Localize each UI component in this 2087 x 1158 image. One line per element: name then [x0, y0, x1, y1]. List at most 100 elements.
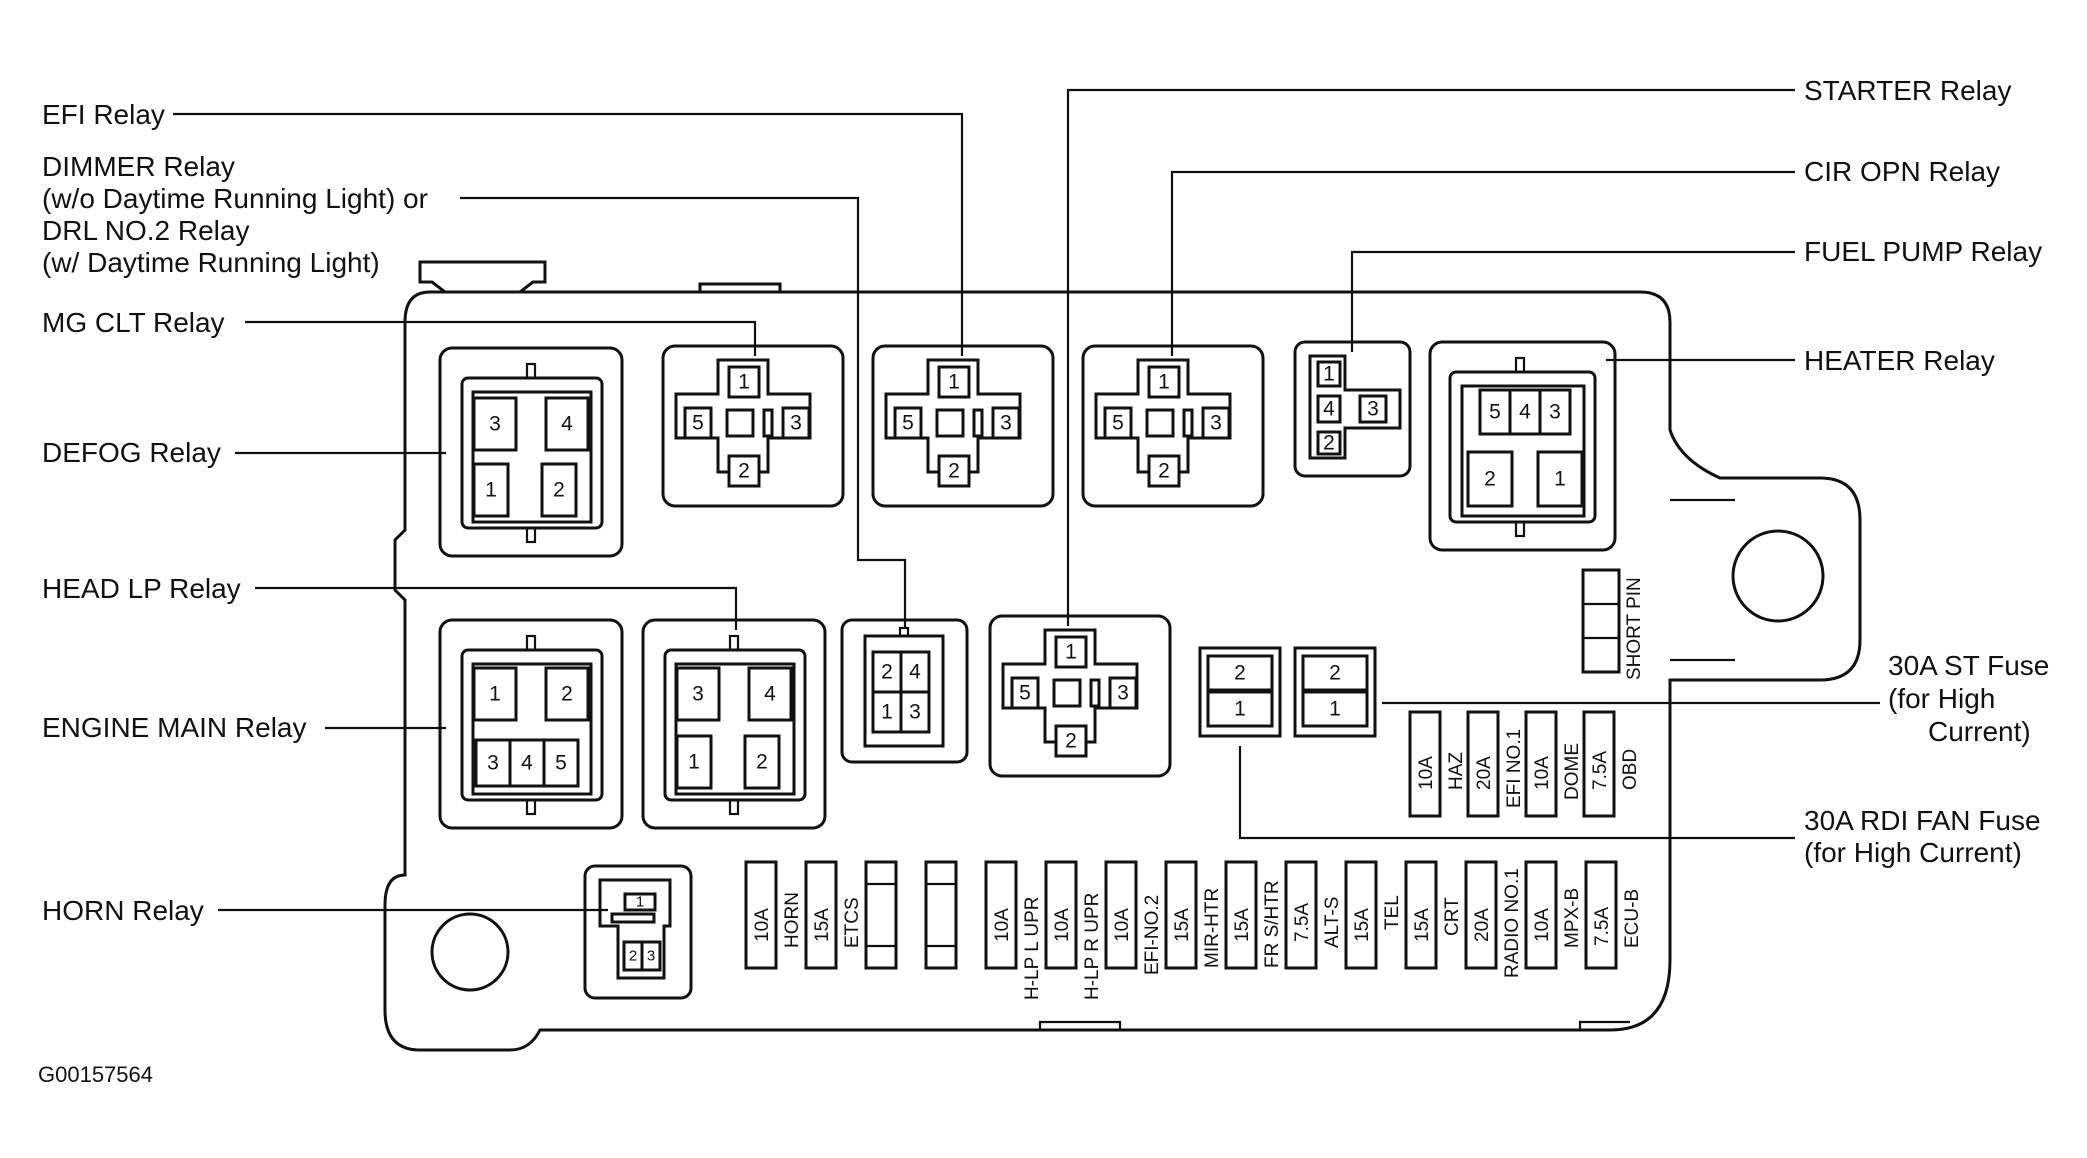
pin-label: 3 [1117, 682, 1129, 705]
pin-label: 5 [1112, 412, 1124, 435]
fuse-dome: 10A DOME [1524, 710, 1583, 818]
pin-label: 4 [909, 661, 921, 684]
mg-clt-relay: 1 5 3 2 [661, 344, 845, 508]
fuse-amp: 10A [1052, 908, 1073, 942]
cir-opn-relay: 1 5 3 2 [1081, 344, 1265, 508]
fuel-pump-relay: 1 4 3 2 [1293, 340, 1412, 478]
fuse-name: HAZ [1446, 752, 1467, 790]
label-rdi-fan-fuse: 30A RDI FAN Fuse [1804, 805, 2041, 836]
fuse-name: EFI NO.1 [1504, 729, 1525, 808]
label-horn-relay: HORN Relay [42, 895, 204, 926]
pin-label: 3 [1367, 398, 1379, 421]
short-pin-label: SHORT PIN [1624, 577, 1645, 680]
pin-label: 1 [881, 701, 893, 724]
fuse-name: OBD [1620, 749, 1641, 790]
fuse-horn: 10A HORN [744, 860, 803, 970]
fuse-name: HORN [782, 892, 803, 948]
pin-label: 2 [1158, 460, 1170, 483]
pin-label: 3 [1000, 412, 1012, 435]
fuse-amp: 20A [1472, 908, 1493, 942]
short-pin: SHORT PIN [1581, 568, 1645, 680]
fuse-radio-no1: 20A RADIO NO.1 [1464, 860, 1523, 978]
pin-label: 3 [1549, 401, 1561, 424]
fuse-obd: 7.5A OBD [1582, 710, 1641, 818]
label-head-lp-relay: HEAD LP Relay [42, 573, 241, 604]
label-fuel-pump-relay: FUEL PUMP Relay [1804, 236, 2042, 267]
fuse-amp: 10A [1532, 756, 1553, 790]
fuse-fr-s-htr: 15A FR S/HTR [1224, 860, 1283, 970]
fuse-amp: 15A [812, 908, 833, 942]
label-mg-clt-relay: MG CLT Relay [42, 307, 225, 338]
pin-label: 4 [521, 752, 533, 775]
pin-label: 4 [1519, 401, 1531, 424]
label-drl-note: (w/ Daytime Running Light) [42, 247, 380, 278]
heater-relay: 5 4 3 2 1 [1428, 340, 1617, 552]
right-labels: STARTER Relay CIR OPN Relay FUEL PUMP Re… [1804, 75, 2049, 868]
pin-label: 1 [1158, 371, 1170, 394]
pin-label: 1 [485, 479, 497, 502]
pin-label: 2 [738, 460, 750, 483]
label-st-fuse: 30A ST Fuse [1888, 650, 2049, 681]
fuse-amp: 20A [1474, 756, 1495, 790]
pin-label: 3 [909, 701, 921, 724]
pin-label: 5 [1489, 401, 1501, 424]
fuse-name: EFI-NO.2 [1142, 895, 1163, 975]
label-efi-relay: EFI Relay [42, 99, 165, 130]
fuse-hlp-r-upr: 10A H-LP R UPR [1044, 860, 1103, 1000]
pin-label: 1 [1065, 641, 1077, 664]
label-st-fuse-note: (for High [1888, 683, 1995, 714]
label-rdi-fan-fuse-note: (for High Current) [1804, 837, 2022, 868]
fuse-crt: 15A CRT [1404, 860, 1463, 970]
efi-relay: 1 5 3 2 [871, 344, 1055, 508]
label-engine-main-relay: ENGINE MAIN Relay [42, 712, 307, 743]
pin-label: 2 [1065, 730, 1077, 753]
fuse-name: FR S/HTR [1262, 880, 1283, 968]
fuse-amp: 10A [752, 908, 773, 942]
fuse-amp: 15A [1352, 908, 1373, 942]
engine-main-relay: 1 2 3 4 5 [438, 618, 624, 830]
left-labels: EFI Relay DIMMER Relay (w/o Daytime Runn… [42, 99, 428, 926]
pin-label: 1 [1329, 698, 1341, 721]
label-defog-relay: DEFOG Relay [42, 437, 221, 468]
pin-label: 1 [738, 371, 750, 394]
pin-label: 2 [1323, 432, 1335, 455]
head-lp-relay: 3 4 1 2 [641, 618, 827, 830]
fuse-tel: 15A TEL [1344, 860, 1403, 970]
fuse-box-housing [383, 260, 1862, 1052]
pin-label: 3 [1210, 412, 1222, 435]
pin-label: 1 [1323, 363, 1335, 386]
fuse-name: ALT-S [1322, 897, 1343, 948]
fuse-efi-no2: 10A EFI-NO.2 [1104, 860, 1163, 975]
bottom-fuse-block: 10A HORN 15A ETCS 10A H-LP L UPR 10A H-L… [744, 860, 1643, 1000]
fuse-ecu-b: 7.5A ECU-B [1584, 860, 1643, 970]
pin-label: 2 [553, 479, 565, 502]
label-cir-opn-relay: CIR OPN Relay [1804, 156, 2000, 187]
pin-label: 2 [1329, 662, 1341, 685]
pin-label: 1 [636, 894, 644, 911]
fuse-name: H-LP L UPR [1022, 897, 1043, 1000]
pin-label: 5 [692, 412, 704, 435]
pin-label: 3 [692, 683, 704, 706]
fuse-haz: 10A HAZ [1408, 710, 1467, 818]
pin-label: 2 [1484, 468, 1496, 491]
leader-lines [173, 88, 1880, 912]
label-drl-relay: DRL NO.2 Relay [42, 215, 249, 246]
label-st-fuse-note-2: Current) [1928, 716, 2031, 747]
pin-label: 2 [1234, 662, 1246, 685]
fuse-amp: 10A [1112, 908, 1133, 942]
fuse-name: H-LP R UPR [1082, 893, 1103, 1000]
pin-label: 2 [561, 683, 573, 706]
fuse-amp: 7.5A [1292, 903, 1313, 942]
fuse-name: DOME [1562, 743, 1583, 800]
fuse-hlp-l-upr: 10A H-LP L UPR [984, 860, 1043, 1000]
rdi-fan-fuse: 2 1 [1198, 646, 1282, 738]
pin-label: 4 [1323, 398, 1335, 421]
defog-relay: 3 4 1 2 [438, 346, 624, 558]
fuse-mpx-b: 10A MPX-B [1524, 860, 1583, 970]
st-fuse: 2 1 [1293, 646, 1377, 738]
label-starter-relay: STARTER Relay [1804, 75, 2011, 106]
fuse-amp: 10A [1416, 756, 1437, 790]
label-dimmer-relay: DIMMER Relay [42, 151, 235, 182]
fuse-spare-1 [864, 860, 898, 970]
